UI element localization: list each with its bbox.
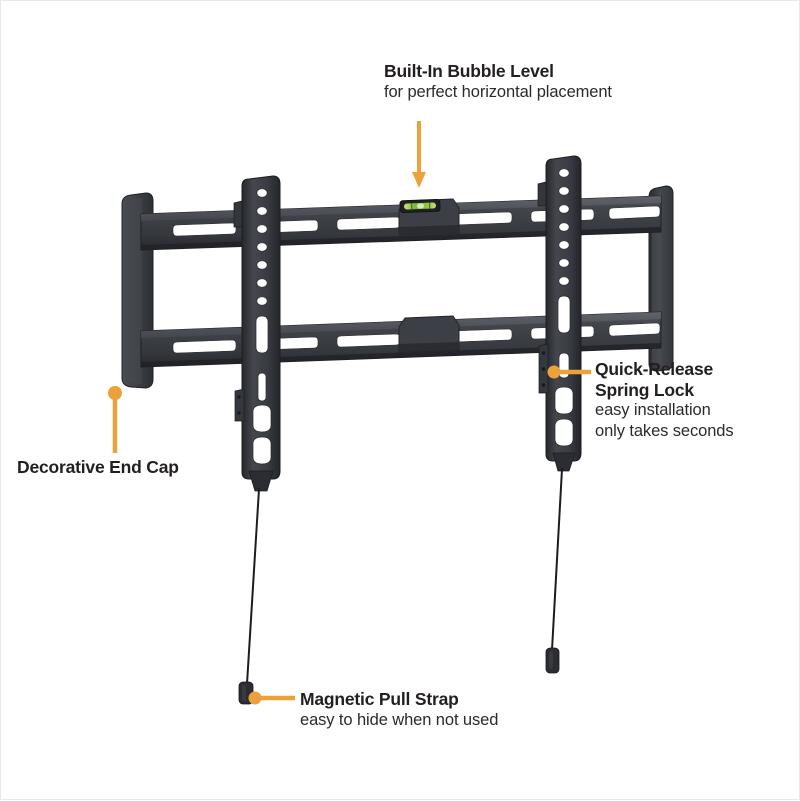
rail-bottom [140,311,662,368]
callout-quick-release-subtitle-line1: easy installation [595,401,711,420]
leader-bubble-level [412,121,426,188]
leader-pull-strap [248,691,295,705]
callout-pull-strap-subtitle: easy to hide when not used [300,710,499,729]
pull-strap-right [545,468,563,674]
vertical-arm-left [233,175,281,492]
callout-end-cap: Decorative End Cap [17,457,179,478]
callout-pull-strap-title: Magnetic Pull Strap [300,689,459,709]
pull-strap-left [238,488,260,705]
bubble-level [399,199,441,213]
vertical-arm-right [537,155,582,472]
leader-end-cap [108,386,122,453]
callout-quick-release-title-line2: Spring Lock [595,379,694,400]
callout-bubble-level-title: Built-In Bubble Level [384,61,554,81]
callout-end-cap-title: Decorative End Cap [17,457,179,477]
callout-quick-release: Quick-Release Spring Lock easy installat… [595,359,734,442]
callout-bubble-level-subtitle: for perfect horizontal placement [384,82,612,101]
callout-bubble-level: Built-In Bubble Level for perfect horizo… [384,61,612,102]
callout-pull-strap: Magnetic Pull Strap easy to hide when no… [300,689,498,730]
callout-quick-release-title-line1: Quick-Release [595,359,714,379]
callout-quick-release-subtitle-line2: only takes seconds [595,421,734,440]
leader-quick-release [547,365,591,379]
